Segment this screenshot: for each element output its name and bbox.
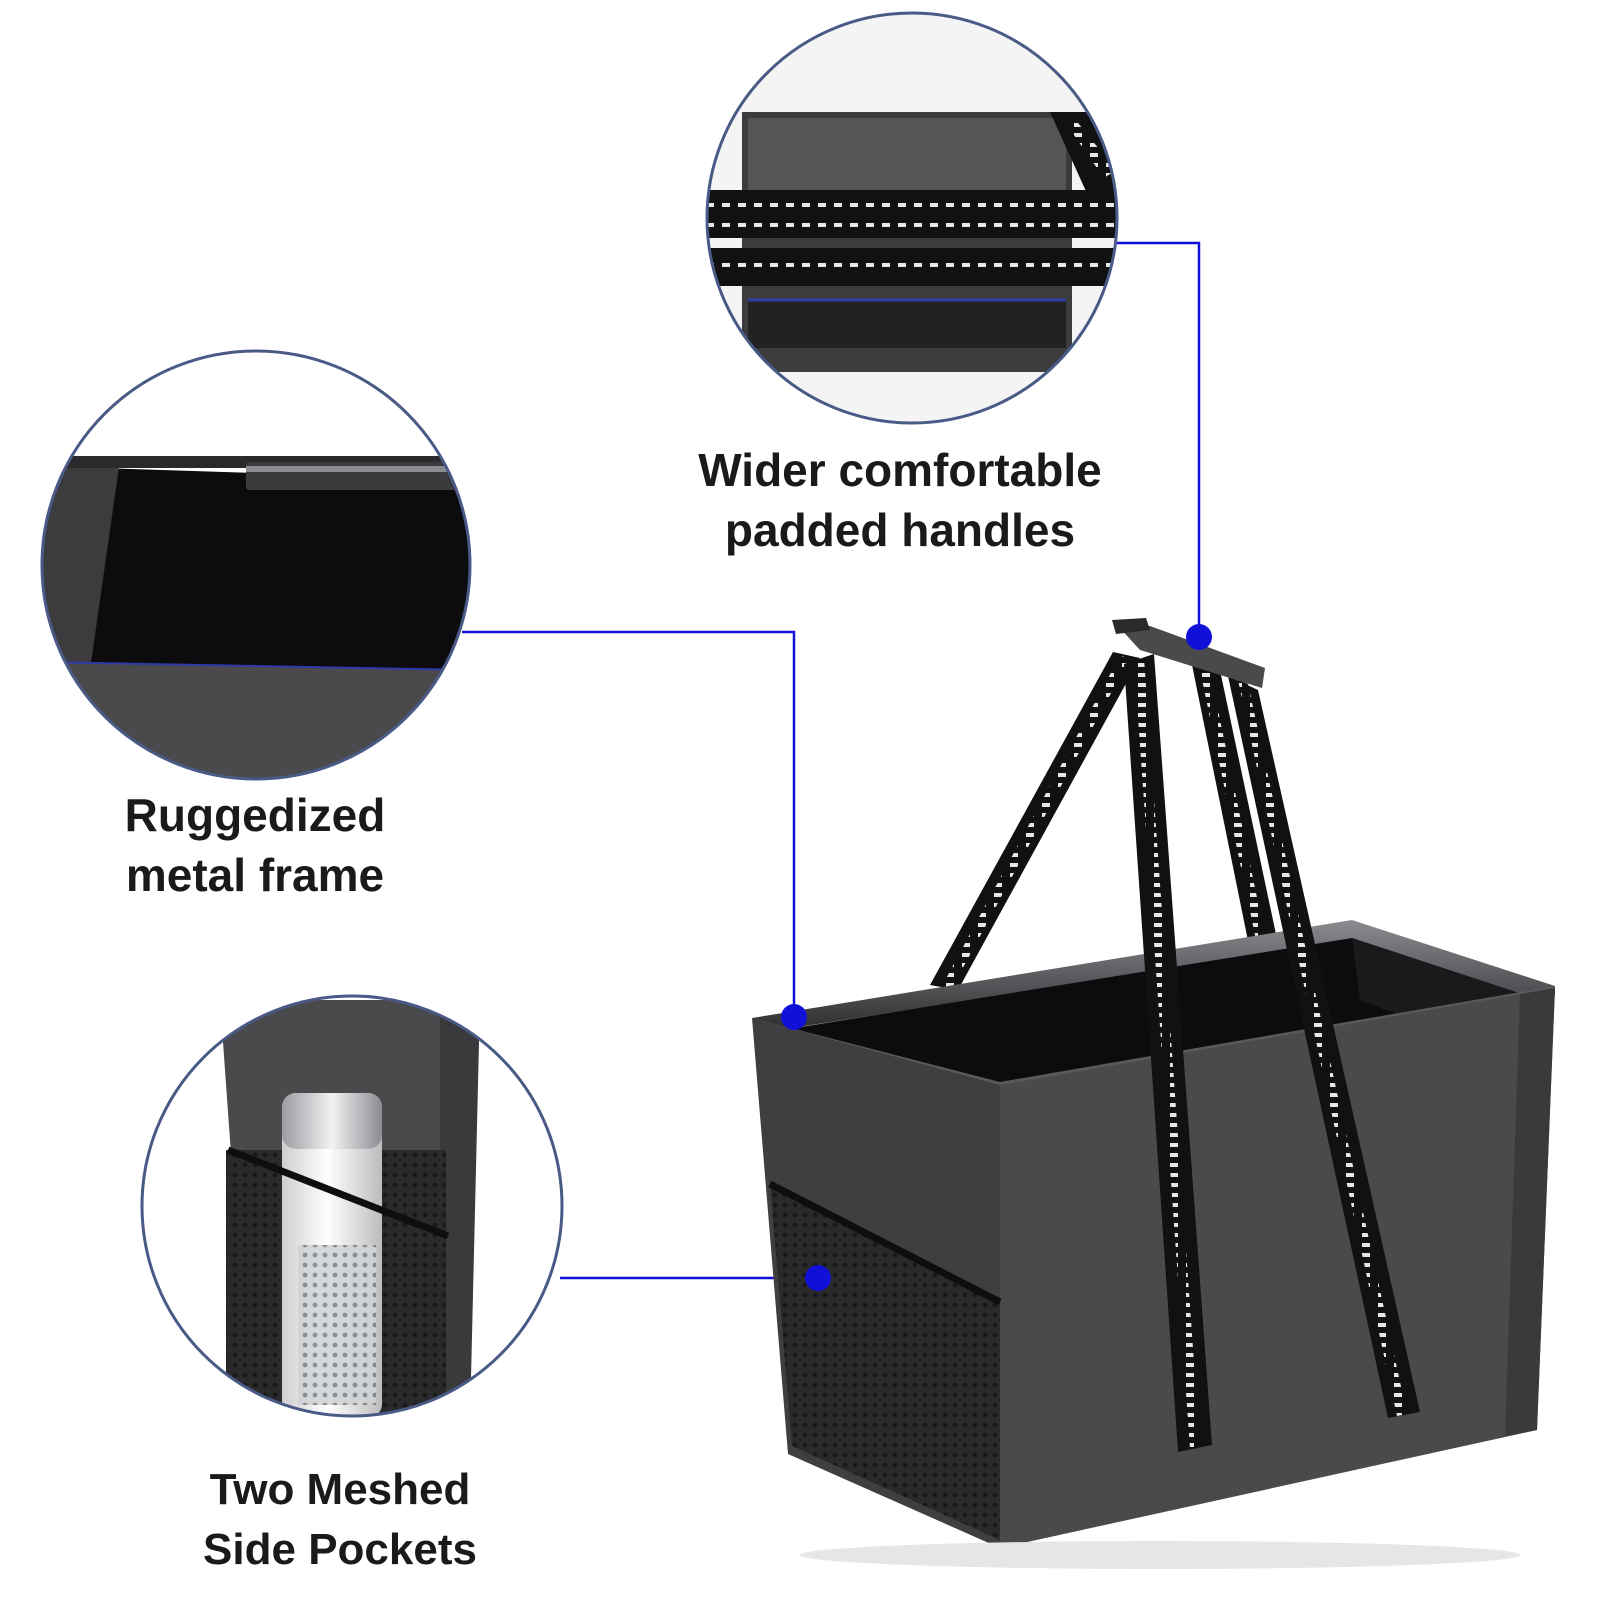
detail-circle-pockets xyxy=(140,994,564,1418)
callout-handles-line1: Wider comfortable xyxy=(698,444,1102,496)
callout-handles-label: Wider comfortable padded handles xyxy=(690,440,1110,560)
detail-circle-frame xyxy=(40,349,472,781)
front-handle xyxy=(1112,618,1420,1452)
dot-handles xyxy=(1186,624,1212,650)
tote-bag xyxy=(752,618,1555,1569)
callout-frame-line2: metal frame xyxy=(125,849,385,901)
callout-pockets-line1: Two Meshed xyxy=(209,1465,471,1514)
callout-frame-label: Ruggedized metal frame xyxy=(90,785,420,905)
connector-frame xyxy=(462,630,796,1017)
detail-circle-handles xyxy=(705,11,1119,425)
connector-dots xyxy=(781,624,1212,1291)
callout-frame-line1: Ruggedized xyxy=(124,789,386,841)
connector-handles xyxy=(1115,241,1201,636)
callout-pockets-label: Two Meshed Side Pockets xyxy=(160,1460,520,1580)
dot-frame xyxy=(781,1004,807,1030)
callout-pockets-line2: Side Pockets xyxy=(203,1525,477,1574)
callout-handles-line2: padded handles xyxy=(724,504,1076,556)
dot-pockets xyxy=(805,1265,831,1291)
